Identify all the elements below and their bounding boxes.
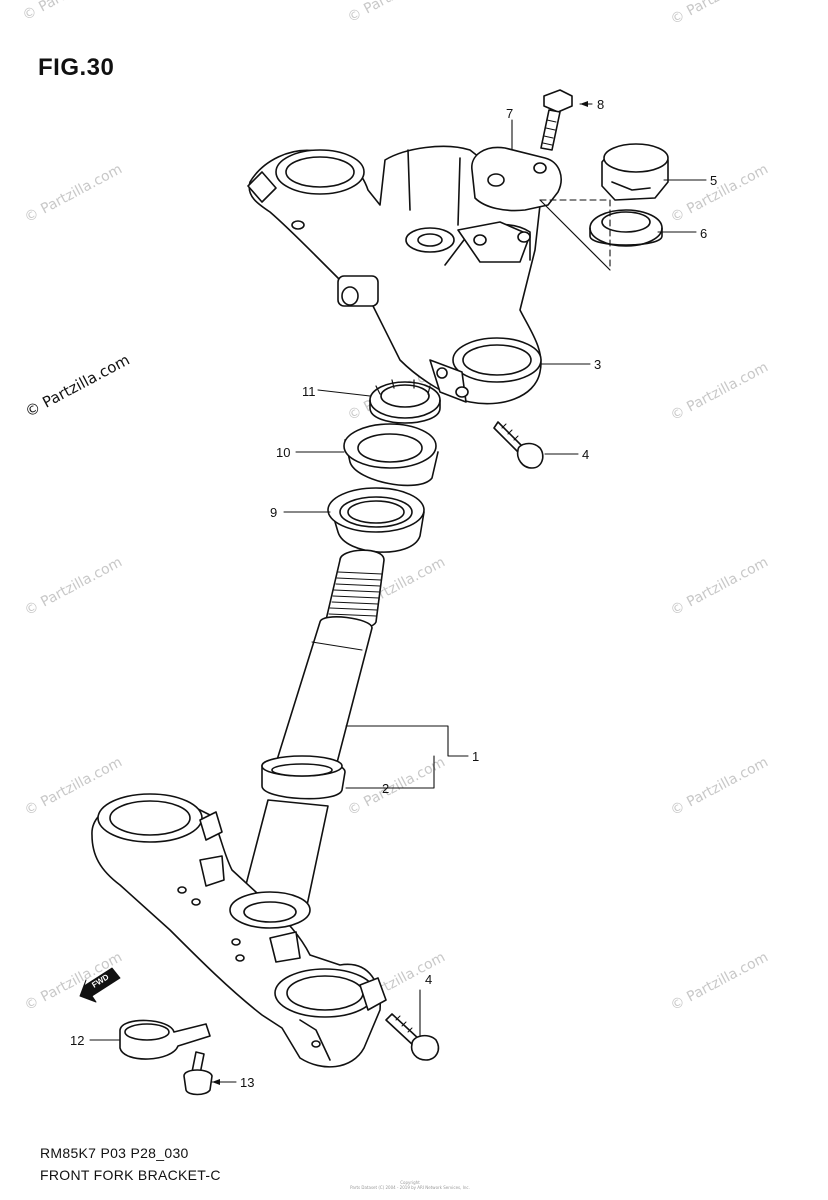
leader-lines — [89, 103, 707, 1083]
callout-13: 13 — [240, 1075, 254, 1090]
handlebar-holder-part — [457, 146, 611, 271]
callout-10: 10 — [276, 445, 290, 460]
figure-title: FIG.30 — [38, 54, 115, 81]
screw-part — [183, 1051, 213, 1096]
copyright-line: Copyright — [400, 1180, 420, 1185]
figure-code: RM85K7 P03 P28_030 — [40, 1145, 189, 1161]
copyright-notice: Copyright Parts Dataset (C) 2004 - 2019 … — [300, 1180, 520, 1190]
callout-4-upper: 4 — [582, 447, 589, 462]
callout-1: 1 — [472, 749, 479, 764]
callout-5: 5 — [710, 173, 717, 188]
clamp-part — [119, 1019, 211, 1060]
stem-nut-part — [601, 143, 669, 201]
callout-labels: 8 7 5 6 3 11 10 4 9 1 2 4 12 13 — [70, 97, 717, 1090]
callout-3: 3 — [594, 357, 601, 372]
bolt-part-8 — [540, 89, 573, 151]
upper-bracket-part — [247, 145, 542, 405]
callout-12: 12 — [70, 1033, 84, 1048]
leader-arrowheads — [212, 101, 588, 1085]
steering-stem-part — [241, 549, 385, 911]
copyright-line: Parts Dataset (C) 2004 - 2019 by ARI Net… — [350, 1185, 470, 1190]
bolt-part-4-upper — [493, 421, 544, 469]
callout-11: 11 — [302, 384, 316, 399]
callout-7: 7 — [506, 106, 513, 121]
callout-8: 8 — [597, 97, 604, 112]
callout-9: 9 — [270, 505, 277, 520]
bolt-part-4-lower — [385, 1013, 440, 1061]
steering-nut-part — [369, 379, 441, 424]
figure-name: FRONT FORK BRACKET-C — [40, 1167, 221, 1183]
callout-6: 6 — [700, 226, 707, 241]
bearing-part — [327, 487, 425, 553]
fwd-arrow-icon — [79, 967, 121, 1003]
callout-4-lower: 4 — [425, 972, 432, 987]
dust-seal-part — [343, 423, 439, 487]
washer-part — [589, 209, 663, 247]
callout-2: 2 — [382, 781, 389, 796]
lower-bracket-part — [91, 793, 387, 1068]
